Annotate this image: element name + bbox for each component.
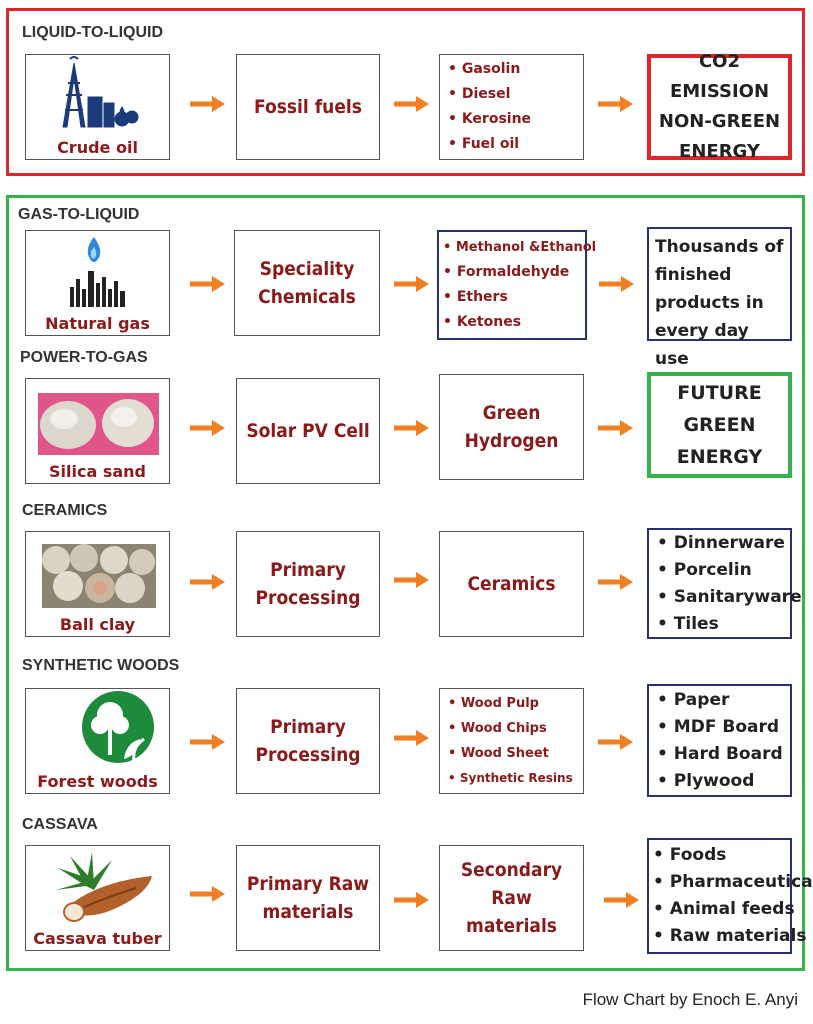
wood-finished-list: Paper MDF Board Hard Board Plywood	[647, 684, 792, 797]
section-title-liquid-to-liquid: LIQUID-TO-LIQUID	[22, 24, 164, 41]
arrow-icon	[598, 574, 633, 590]
arrow-icon	[394, 730, 429, 746]
arrow-icon	[190, 420, 225, 436]
arrow-icon	[598, 96, 633, 112]
tree-leaf-icon	[26, 689, 169, 767]
list-item: Formaldehyde	[443, 260, 585, 285]
source-label: Ball clay	[59, 615, 136, 634]
section-title-cassava: CASSAVA	[22, 816, 98, 833]
step-primary-processing: Primary Processing	[236, 688, 380, 794]
list-item: Foods	[653, 842, 790, 869]
arrow-icon	[190, 96, 225, 112]
section-title-gas-to-liquid: GAS-TO-LIQUID	[18, 206, 140, 223]
liquid-to-liquid-frame	[6, 8, 805, 176]
list-item: Hard Board	[657, 741, 790, 768]
arrow-icon	[190, 276, 225, 292]
step-green-hydrogen: Green Hydrogen	[439, 374, 584, 480]
list-item: Wood Chips	[448, 716, 583, 741]
arrow-icon	[604, 892, 639, 908]
list-item: Kerosine	[448, 107, 583, 132]
list-item: Synthetic Resins	[448, 766, 583, 791]
credit-text: Flow Chart by Enoch E. Anyi	[582, 990, 798, 1009]
arrow-icon	[394, 96, 429, 112]
step-solar-pv-cell: Solar PV Cell	[236, 378, 380, 484]
list-item: Wood Sheet	[448, 741, 583, 766]
arrow-icon	[190, 886, 225, 902]
ball-clay-image	[26, 532, 169, 610]
final-future-green-energy: FUTURE GREEN ENERGY	[647, 372, 792, 478]
list-item: Methanol &Ethanol	[443, 235, 596, 260]
fuel-products-list: Gasolin Diesel Kerosine Fuel oil	[439, 54, 584, 160]
source-label: Natural gas	[45, 314, 150, 333]
source-box-natural-gas: Natural gas	[25, 230, 170, 336]
list-item: Wood Pulp	[448, 691, 583, 716]
arrow-icon	[598, 420, 633, 436]
arrow-icon	[190, 574, 225, 590]
list-item: Ethers	[443, 285, 585, 310]
source-box-silica-sand: Silica sand	[25, 378, 170, 484]
section-title-synthetic-woods: SYNTHETIC WOODS	[22, 657, 180, 674]
list-item: MDF Board	[657, 714, 790, 741]
list-item: Porcelin	[657, 557, 790, 584]
final-non-green-energy: CO2 EMISSION NON-GREEN ENERGY	[647, 51, 792, 162]
step-ceramics: Ceramics	[439, 531, 584, 637]
source-label: Cassava tuber	[33, 929, 162, 948]
final-finished-products: Thousands of finished products in every …	[647, 227, 792, 369]
section-title-power-to-gas: POWER-TO-GAS	[20, 349, 148, 366]
source-label: Silica sand	[49, 462, 146, 481]
arrow-icon	[599, 276, 634, 292]
source-box-cassava-tuber: Cassava tuber	[25, 845, 170, 951]
list-item: Plywood	[657, 768, 790, 795]
source-box-crude-oil: Crude oil	[25, 54, 170, 160]
list-item: Fuel oil	[448, 132, 583, 157]
arrow-icon	[394, 572, 429, 588]
ceramic-products-list: Dinnerware Porcelin Sanitaryware Tiles	[647, 528, 802, 639]
step-speciality-chemicals: Speciality Chemicals	[234, 230, 380, 336]
list-item: Paper	[657, 687, 790, 714]
list-item: Animal feeds	[653, 896, 795, 923]
step-primary-raw-materials: Primary Raw materials	[236, 845, 380, 951]
cassava-icon	[26, 846, 169, 924]
arrow-icon	[394, 276, 429, 292]
step-secondary-raw-materials: Secondary Raw materials	[439, 845, 584, 951]
chemical-products-list: Methanol &Ethanol Formaldehyde Ethers Ke…	[437, 230, 596, 340]
source-box-ball-clay: Ball clay	[25, 531, 170, 637]
list-item: Tiles	[657, 611, 790, 638]
cassava-products-list: Foods Pharmaceuticals Animal feeds Raw m…	[647, 838, 813, 954]
green-processes-frame	[6, 195, 805, 971]
step-fossil-fuels: Fossil fuels	[236, 54, 380, 160]
silica-sand-image	[26, 379, 169, 457]
list-item: Gasolin	[448, 57, 583, 82]
gas-flame-icon	[26, 231, 169, 309]
list-item: Ketones	[443, 310, 585, 335]
arrow-icon	[394, 420, 429, 436]
oil-rig-icon	[26, 55, 169, 133]
arrow-icon	[190, 734, 225, 750]
source-label: Forest woods	[37, 772, 158, 791]
source-box-forest-woods: Forest woods	[25, 688, 170, 794]
arrow-icon	[598, 734, 633, 750]
arrow-icon	[394, 892, 429, 908]
list-item: Diesel	[448, 82, 583, 107]
section-title-ceramics: CERAMICS	[22, 502, 108, 519]
list-item: Raw materials	[653, 923, 807, 950]
source-label: Crude oil	[57, 138, 138, 157]
list-item: Dinnerware	[657, 530, 790, 557]
list-item: Sanitaryware	[657, 584, 802, 611]
wood-products-list: Wood Pulp Wood Chips Wood Sheet Syntheti…	[439, 688, 584, 794]
step-primary-processing: Primary Processing	[236, 531, 380, 637]
list-item: Pharmaceuticals	[653, 869, 813, 896]
